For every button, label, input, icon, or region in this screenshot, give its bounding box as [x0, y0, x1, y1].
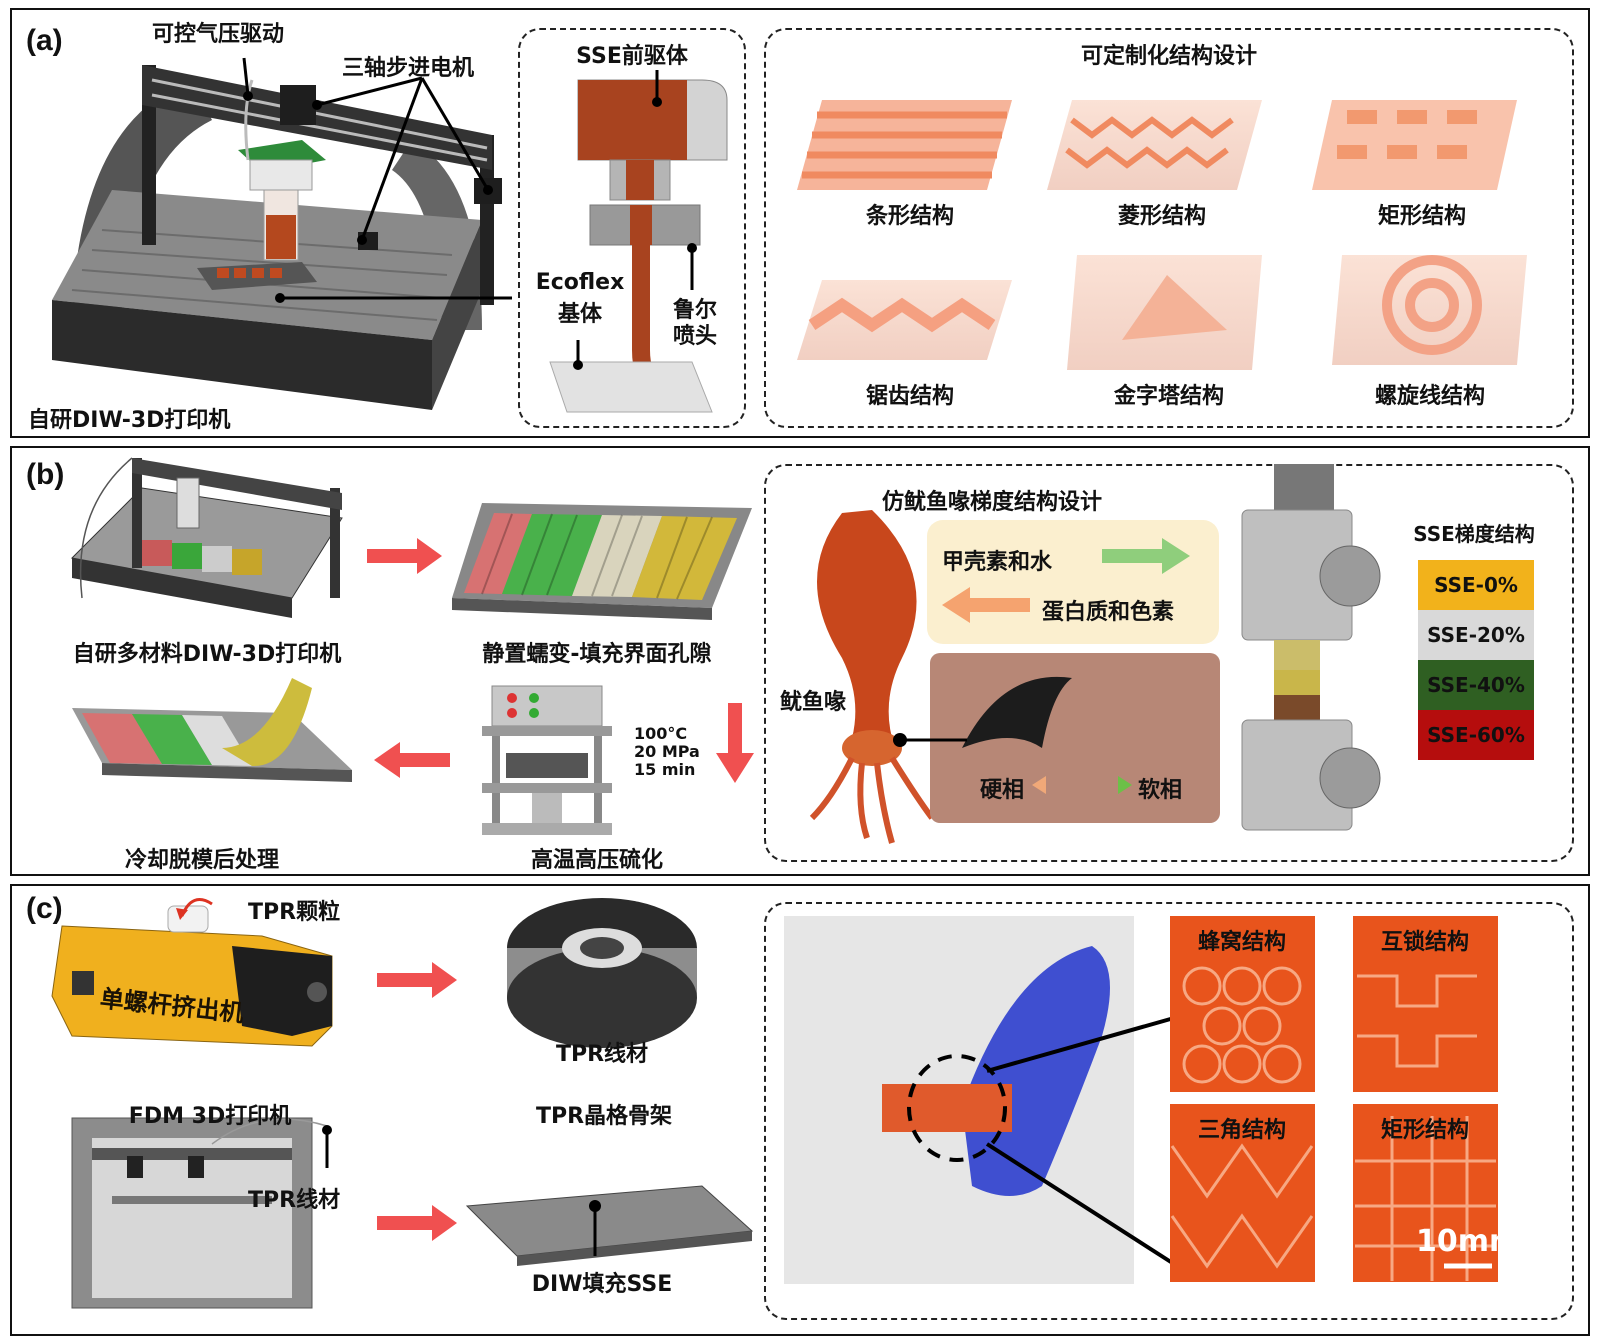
panel-b-label: (b) [26, 458, 65, 491]
process-flow [70, 457, 754, 835]
panel-c: (c) TPR颗粒 单螺杆挤出机 TPR线材 FD [10, 884, 1590, 1336]
nozzle-cross-section [549, 70, 728, 413]
sample-label-honeycomb: 蜂窝结构 [1197, 930, 1287, 955]
gradient-swatch-3: SSE-60% [1418, 710, 1534, 760]
structure-label-strip: 条形结构 [865, 204, 955, 229]
condition-time: 15 min [634, 760, 696, 779]
filament-label: TPR线材 [555, 1042, 649, 1067]
diw-fill-label: DIW填充SSE [531, 1272, 673, 1297]
structure-label-spiral: 螺旋线结构 [1374, 384, 1486, 409]
soft-phase-label: 软相 [1138, 778, 1183, 803]
panel-a: (a) [10, 8, 1590, 438]
sample-photo-frame [764, 902, 1574, 1320]
structure-design-frame [764, 28, 1574, 428]
gradient-label-0: SSE-0% [1434, 573, 1518, 597]
substrate-label-1: Ecoflex [535, 270, 625, 295]
condition-temp: 100°C [634, 724, 688, 743]
lattice-label: TPR晶格骨架 [535, 1104, 673, 1129]
sample-label-rectangle: 矩形结构 [1380, 1118, 1470, 1143]
nozzle-inset-frame [518, 28, 746, 428]
chitin-water-label: 甲壳素和水 [942, 550, 1053, 575]
pressure-callout: 可控气压驱动 [152, 22, 285, 47]
condition-pressure: 20 MPa [634, 742, 700, 761]
fdm-filament-label: TPR线材 [248, 1188, 341, 1213]
gradient-label-1: SSE-20% [1427, 623, 1525, 647]
step-print: 自研多材料DIW-3D打印机 [72, 642, 342, 667]
step-demold: 冷却脱模后处理 [124, 848, 280, 873]
precursor-label: SSE前驱体 [576, 44, 688, 69]
structure-label-rhombus: 菱形结构 [1117, 204, 1207, 229]
gradient-swatch-2: SSE-40% [1418, 660, 1534, 710]
panel-a-label: (a) [26, 24, 63, 57]
gradient-label-3: SSE-60% [1427, 723, 1525, 747]
structure-samples [797, 100, 1527, 370]
step-creep: 静置蠕变-填充界面孔隙 [482, 642, 712, 667]
biomimetic-frame [764, 464, 1574, 862]
structure-label-pyramid: 金字塔结构 [1113, 384, 1225, 409]
biomimetic-title: 仿鱿鱼喙梯度结构设计 [882, 490, 1103, 515]
printer-title: 自研DIW-3D打印机 [28, 408, 231, 433]
structure-label-rectangle: 矩形结构 [1377, 204, 1467, 229]
scale-bar-label: 10mm [1416, 1224, 1521, 1259]
protein-pigment-label: 蛋白质和色素 [1042, 600, 1175, 625]
gradient-title: SSE梯度结构 [1413, 522, 1535, 546]
step-vulcanize: 高温高压硫化 [530, 848, 664, 873]
nozzle-label-2: 喷头 [672, 324, 718, 349]
structure-design-title: 可定制化结构设计 [1080, 44, 1258, 69]
squid-beak-label: 鱿鱼喙 [780, 690, 847, 715]
composition-bubble [927, 520, 1219, 644]
squid-beak-graphics [809, 464, 1381, 844]
panel-c-label: (c) [26, 892, 63, 925]
gradient-swatch-1: SSE-20% [1418, 610, 1534, 660]
structure-label-sawtooth: 锯齿结构 [865, 384, 955, 409]
panel-b: (b) [10, 446, 1590, 876]
diw-printer-illustration [52, 57, 512, 410]
gradient-swatch-0: SSE-0% [1418, 560, 1534, 610]
substrate-label-2: 基体 [557, 302, 603, 327]
tpr-process-graphics [51, 898, 754, 1309]
motor-callout: 三轴步进电机 [342, 56, 475, 81]
nozzle-label-1: 鲁尔 [672, 298, 718, 323]
sample-photos [784, 916, 1498, 1284]
sample-label-interlock: 互锁结构 [1380, 930, 1470, 955]
hard-phase-label: 硬相 [980, 778, 1025, 803]
sample-label-triangle: 三角结构 [1197, 1118, 1287, 1143]
gradient-label-2: SSE-40% [1427, 673, 1525, 697]
gradient-legend: SSE-0% SSE-20% SSE-40% SSE-60% [1418, 560, 1534, 760]
fdm-printer-label: FDM 3D打印机 [128, 1104, 292, 1129]
granule-label: TPR颗粒 [248, 900, 341, 925]
